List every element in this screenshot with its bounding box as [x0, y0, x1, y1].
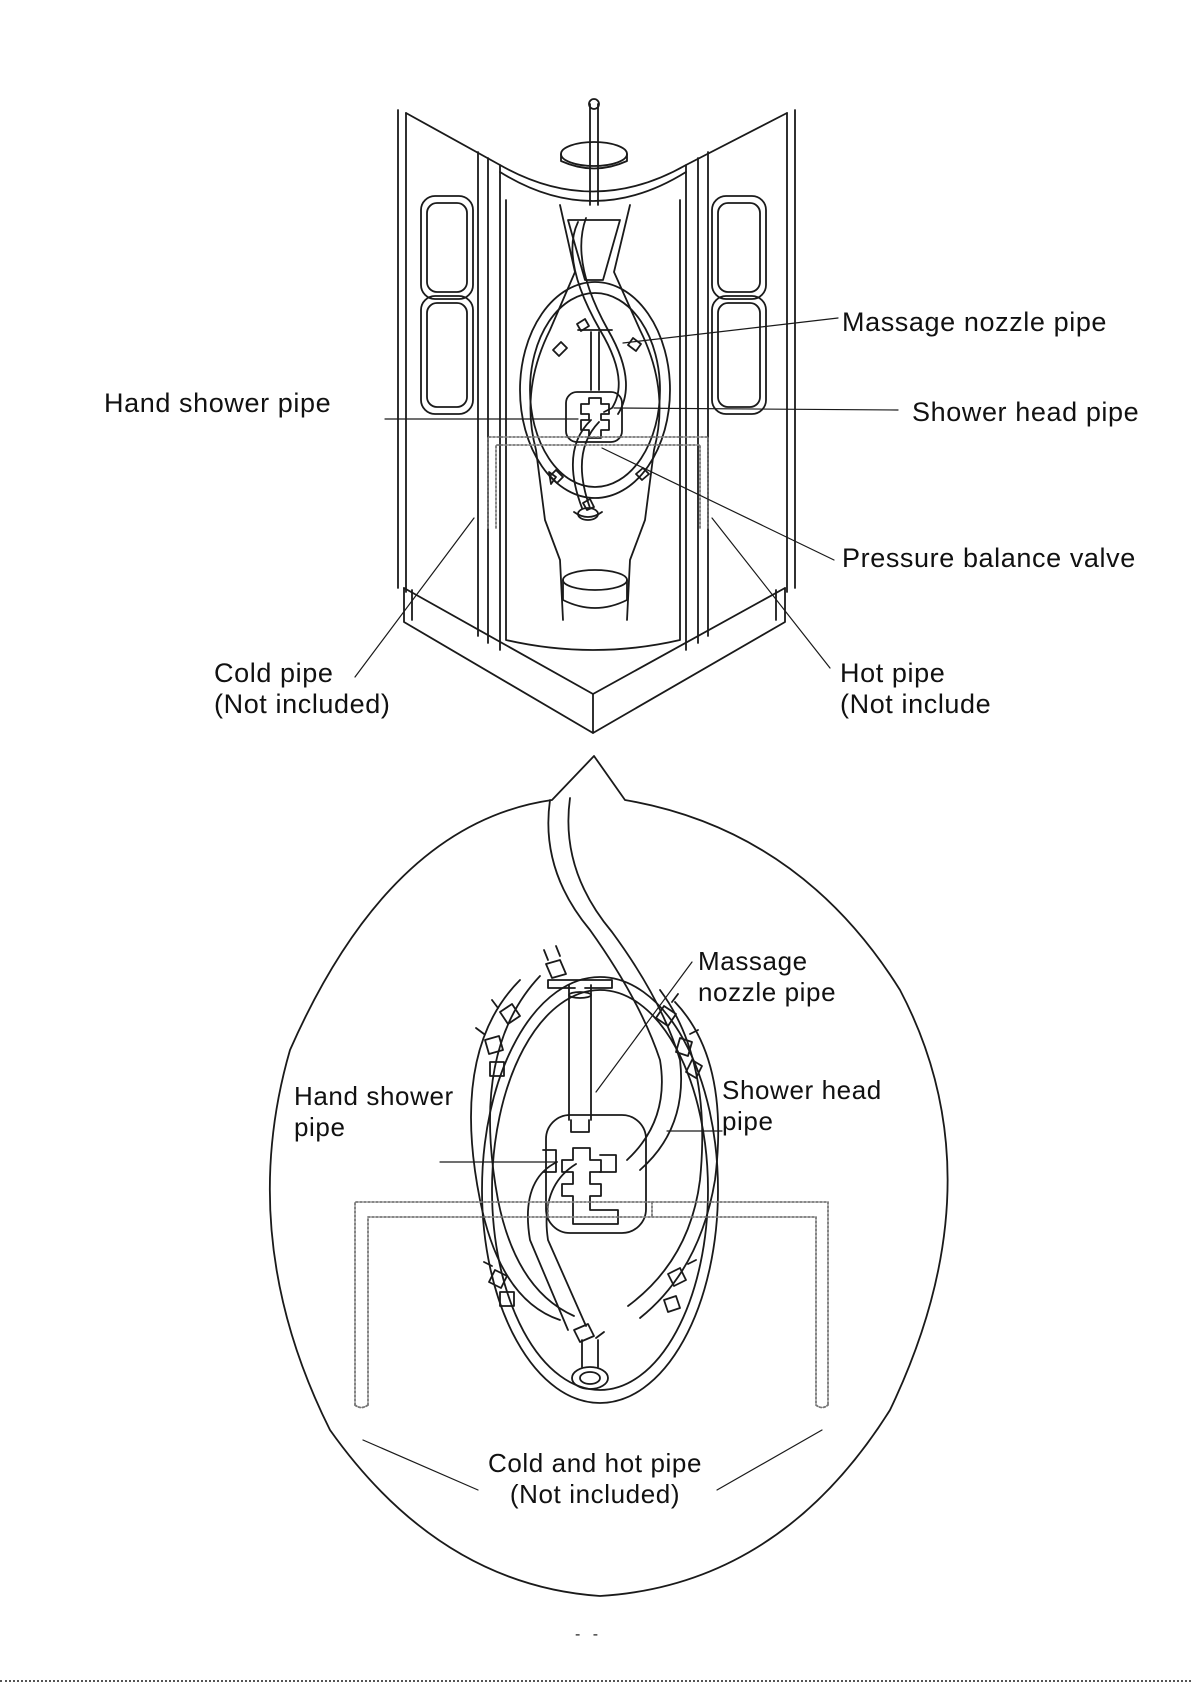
label-cold-pipe-note: (Not included)	[214, 689, 390, 720]
top-leader-lines	[355, 318, 898, 677]
label-massage-nozzle-pipe: Massage nozzle pipe	[842, 307, 1107, 338]
shower-enclosure-illustration	[398, 99, 795, 733]
left-side-panel	[398, 110, 500, 650]
detail-leader-lines	[363, 962, 822, 1490]
massage-nozzle-clamps-detail	[476, 946, 702, 1342]
label-shower-head-pipe: Shower head pipe	[912, 397, 1139, 428]
pressure-balance-valve-small	[566, 392, 622, 442]
label-pressure-balance-valve: Pressure balance valve	[842, 543, 1136, 574]
label-hot-pipe: Hot pipe	[840, 658, 945, 689]
label-detail-hand-line2: pipe	[294, 1112, 346, 1143]
label-detail-shower-head-line1: Shower head	[722, 1075, 882, 1106]
right-side-panel	[686, 110, 795, 650]
label-detail-cold-hot-line2: (Not included)	[440, 1479, 750, 1510]
back-panel	[506, 200, 680, 650]
label-detail-massage-line2: nozzle pipe	[698, 977, 836, 1008]
label-detail-hand-line1: Hand shower	[294, 1081, 454, 1112]
label-hand-shower-pipe: Hand shower pipe	[104, 388, 331, 419]
label-detail-shower-head-line2: pipe	[722, 1106, 774, 1137]
bottom-dotted-rule	[0, 1680, 1191, 1682]
label-detail-cold-hot-line1: Cold and hot pipe	[440, 1448, 750, 1479]
label-cold-pipe: Cold pipe	[214, 658, 333, 689]
label-detail-massage-line1: Massage	[698, 946, 808, 977]
label-hot-pipe-note: (Not include	[840, 689, 991, 720]
shower-base-tray	[404, 588, 785, 733]
page-number: - -	[575, 1626, 602, 1644]
